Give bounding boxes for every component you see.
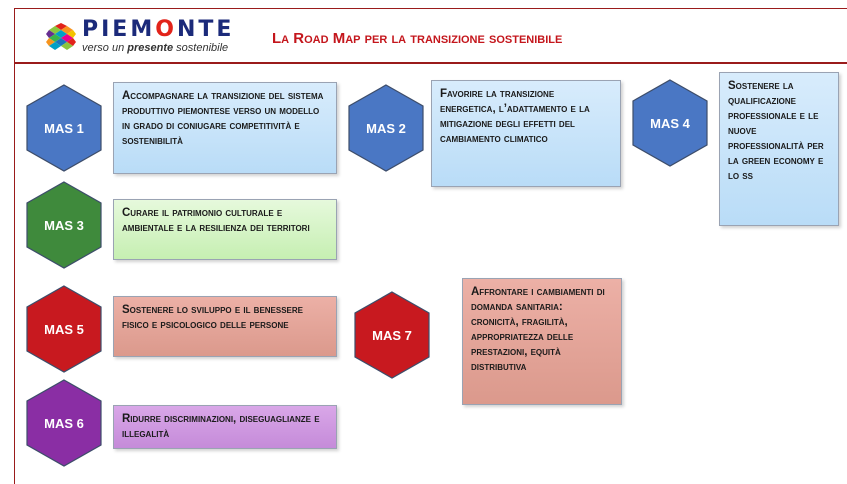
mas-7-label: MAS 7 [372,327,412,343]
logo-tagline: verso un presente sostenibile [82,42,229,54]
mas-5-hexagon: MAS 5 [24,284,104,374]
mas-3-hexagon: MAS 3 [24,180,104,270]
mas-2-description: Favorire la transizione energetica, l’ad… [431,80,621,187]
mas-4-description: Sostenere la qualificazione professional… [719,72,839,226]
top-border-line [14,8,847,9]
mas-7-hexagon: MAS 7 [352,290,432,380]
piemonte-logo-icon [46,23,76,50]
mas-4-hexagon: MAS 4 [630,78,710,168]
mas-2-hexagon: MAS 2 [346,83,426,173]
mas-1-description: Accompagnare la transizione del sistema … [113,82,337,174]
mas-5-description: Sostenere lo sviluppo e il benessere fis… [113,296,337,357]
mas-1-hexagon: MAS 1 [24,83,104,173]
mas-3-description: Curare il patrimonio culturale e ambient… [113,199,337,260]
mas-4-label: MAS 4 [650,115,690,131]
header-divider [14,62,847,64]
mas-6-description: Ridurre discriminazioni, diseguaglianze … [113,405,337,449]
mas-1-label: MAS 1 [44,120,84,136]
page-title: La Road Map per la transizione sostenibi… [272,30,563,47]
logo-wordmark: PIEMONTE [82,17,235,42]
mas-7-description: Affrontare i cambiamenti di domanda sani… [462,278,622,405]
mas-5-label: MAS 5 [44,321,84,337]
piemonte-logo: PIEMONTE verso un presente sostenibile [46,17,246,57]
left-border-line [14,8,15,484]
mas-2-label: MAS 2 [366,120,406,136]
mas-6-hexagon: MAS 6 [24,378,104,468]
mas-3-label: MAS 3 [44,217,84,233]
mas-6-label: MAS 6 [44,415,84,431]
